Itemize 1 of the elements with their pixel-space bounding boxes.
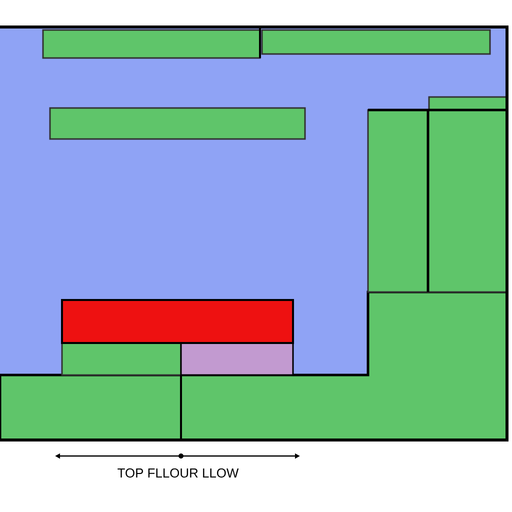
- dimension-label: TOP FLLOUR LLOW: [118, 468, 239, 478]
